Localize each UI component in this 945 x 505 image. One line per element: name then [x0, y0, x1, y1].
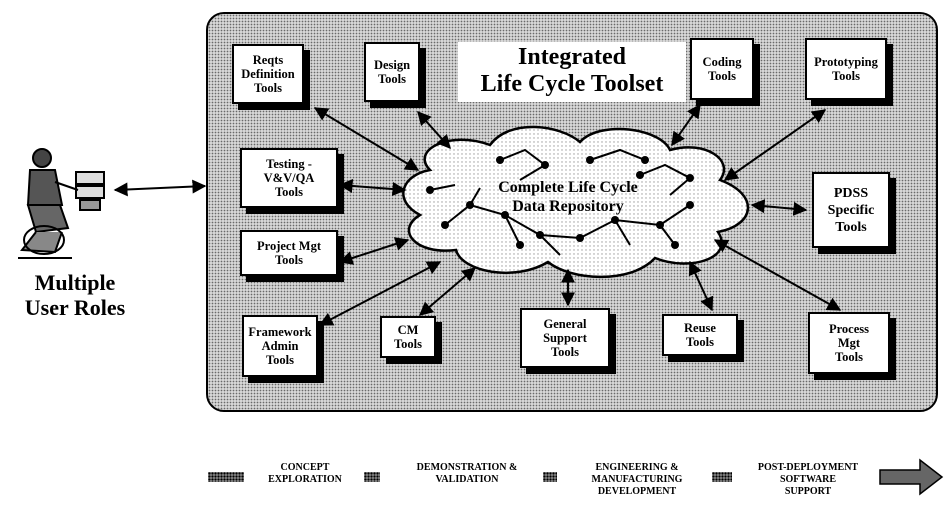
link-prototyping [723, 109, 827, 181]
repository-cloud [402, 125, 750, 279]
link-project-mgt [338, 237, 410, 265]
phase-engineering-manufacturing: ENGINEERING & MANUFACTURING DEVELOPMENT [591, 462, 683, 497]
tool-testing-vv-qa: Testing - V&V/QA Tools [240, 148, 338, 208]
tool-reuse: Reuse Tools [662, 314, 738, 356]
link-design [417, 110, 451, 150]
tool-prototyping: Prototyping Tools [805, 38, 887, 100]
tool-general-support: General Support Tools [520, 308, 610, 368]
link-coding [671, 103, 701, 147]
timeline-segment-3 [543, 472, 557, 482]
phase-post-deployment: POST-DEPLOYMENT SOFTWARE SUPPORT [757, 462, 859, 497]
tool-process-mgt: Process Mgt Tools [808, 312, 890, 374]
timeline-segment-2 [364, 472, 380, 482]
timeline-segment-4 [712, 472, 732, 482]
timeline-segment-1 [208, 472, 244, 482]
tool-project-mgt: Project Mgt Tools [240, 230, 338, 276]
link-pdss [750, 199, 808, 216]
tool-coding: Coding Tools [690, 38, 754, 100]
link-reuse [688, 260, 714, 312]
phase-concept-exploration: CONCEPT EXPLORATION [268, 462, 342, 485]
link-testing [338, 178, 407, 197]
tool-design: Design Tools [364, 42, 420, 102]
user-workstation-icon [18, 148, 105, 259]
repository-label: Complete Life Cycle Data Repository [498, 179, 638, 215]
repository-network-icon [429, 148, 692, 256]
phase-demonstration-validation: DEMONSTRATION & VALIDATION [416, 462, 518, 485]
link-cm [418, 267, 477, 316]
tool-reqts-definition: Reqts Definition Tools [232, 44, 304, 104]
link-user [113, 179, 207, 197]
repository-node-dots [426, 156, 694, 249]
timeline-arrow-head [879, 458, 944, 496]
link-reqts [313, 107, 420, 171]
user-roles-label: Multiple User Roles [24, 270, 126, 320]
tool-cm: CM Tools [380, 316, 436, 358]
toolset-title: Integrated Life Cycle Toolset [458, 42, 686, 102]
tool-pdss-specific: PDSS Specific Tools [812, 172, 890, 248]
link-process-mgt [713, 239, 842, 311]
tool-framework-admin: Framework Admin Tools [242, 315, 318, 377]
